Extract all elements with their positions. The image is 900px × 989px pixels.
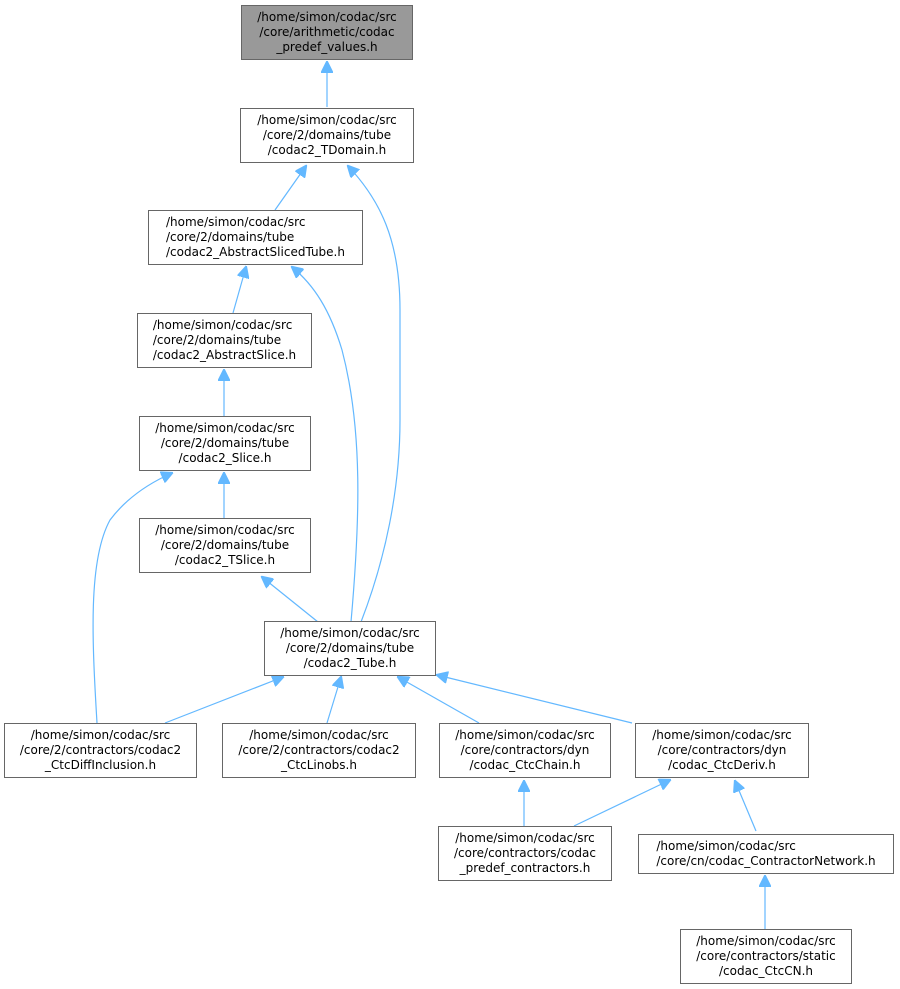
node-line: /codac2_Slice.h [178,451,272,465]
node-ctclinobs[interactable]: /home/simon/codac/src /core/2/contractor… [222,723,416,778]
edge-ctcchain-to-tube [398,677,480,724]
edge-contractornetwork-to-ctcderiv [735,781,757,832]
node-line: /home/simon/codac/src [696,934,836,948]
node-line: /codac2_TSlice.h [174,553,276,567]
node-abstractslice[interactable]: /home/simon/codac/src /core/2/domains/tu… [137,313,312,368]
node-line: /home/simon/codac/src [155,421,295,435]
node-line: /home/simon/codac/src [257,10,397,24]
node-line: _predef_contractors.h [459,861,591,875]
node-slice[interactable]: /home/simon/codac/src /core/2/domains/tu… [139,416,311,471]
edge-ctcderiv-to-tube [437,675,633,724]
edge-ctcdiffinclusion-to-slice [92,473,172,724]
node-line: /core/contractors/dyn [657,743,787,757]
node-ctcderiv[interactable]: /home/simon/codac/src /core/contractors/… [635,723,809,778]
node-line: /core/contractors/static [696,949,836,963]
node-line: /home/simon/codac/src [166,215,306,229]
node-line: /home/simon/codac/src [257,113,397,127]
node-line: _CtcDiffInclusion.h [44,758,157,772]
node-abstractslicedtube[interactable]: /home/simon/codac/src /core/2/domains/tu… [148,210,363,265]
node-line: /home/simon/codac/src [249,728,389,742]
node-line: /core/cn/codac_ContractorNetwork.h [656,854,876,868]
node-line: /codac_CtcCN.h [718,964,813,978]
node-line: /core/2/domains/tube [160,538,290,552]
node-line: /core/2/domains/tube [152,333,282,347]
node-predef-contractors[interactable]: /home/simon/codac/src /core/contractors/… [438,826,612,881]
node-line: /core/2/domains/tube [262,128,392,142]
edge-tube-to-tslice [262,577,319,623]
node-line: /core/arithmetic/codac [259,25,395,39]
node-line: /codac_CtcChain.h [469,758,581,772]
node-line: /core/2/contractors/codac2 [238,743,400,757]
node-line: /codac2_TDomain.h [267,143,387,157]
node-line: /codac2_AbstractSlice.h [152,348,297,362]
edge-abstractslice-to-abstractslicedtube [232,267,246,314]
node-line: /core/2/domains/tube [285,641,415,655]
node-tdomain[interactable]: /home/simon/codac/src /core/2/domains/tu… [240,108,414,163]
node-predef-values[interactable]: /home/simon/codac/src /core/arithmetic/c… [241,5,413,60]
edge-tube-to-tdomain [348,166,401,623]
node-line: /home/simon/codac/src [155,523,295,537]
node-line: _CtcLinobs.h [281,758,357,772]
node-line: /home/simon/codac/src [30,728,171,742]
node-line: _predef_values.h [276,40,378,54]
node-tube[interactable]: /home/simon/codac/src /core/2/domains/tu… [264,621,436,676]
node-line: /core/2/domains/tube [160,436,290,450]
node-ctcdiffinclusion[interactable]: /home/simon/codac/src /core/2/contractor… [4,723,197,778]
node-line: /codac2_Tube.h [303,656,397,670]
node-line: /home/simon/codac/src [280,626,420,640]
node-line: /core/2/domains/tube [166,230,295,244]
edge-ctclinobs-to-tube [326,677,341,724]
node-contractornetwork[interactable]: /home/simon/codac/src /core/cn/codac_Con… [638,834,894,874]
node-line: /codac_CtcDeriv.h [668,758,776,772]
node-ctcchain[interactable]: /home/simon/codac/src /core/contractors/… [439,723,611,778]
node-line: /home/simon/codac/src [455,728,595,742]
node-line: /core/2/contractors/codac2 [19,743,182,757]
node-line: /home/simon/codac/src [656,839,796,853]
node-tslice[interactable]: /home/simon/codac/src /core/2/domains/tu… [139,518,311,573]
node-ctccn[interactable]: /home/simon/codac/src /core/contractors/… [680,929,852,984]
edge-predef-contractors-to-ctcderiv [573,780,670,827]
node-line: /core/contractors/codac [454,846,596,860]
edge-tube-to-abstractslicedtube [292,267,359,623]
node-line: /home/simon/codac/src [455,831,595,845]
edge-abstractslicedtube-to-tdomain [274,166,306,211]
node-line: /codac2_AbstractSlicedTube.h [166,245,345,259]
node-line: /home/simon/codac/src [152,318,293,332]
edge-ctcdiffinclusion-to-tube [164,677,283,724]
node-line: /home/simon/codac/src [652,728,792,742]
node-line: /core/contractors/dyn [460,743,590,757]
